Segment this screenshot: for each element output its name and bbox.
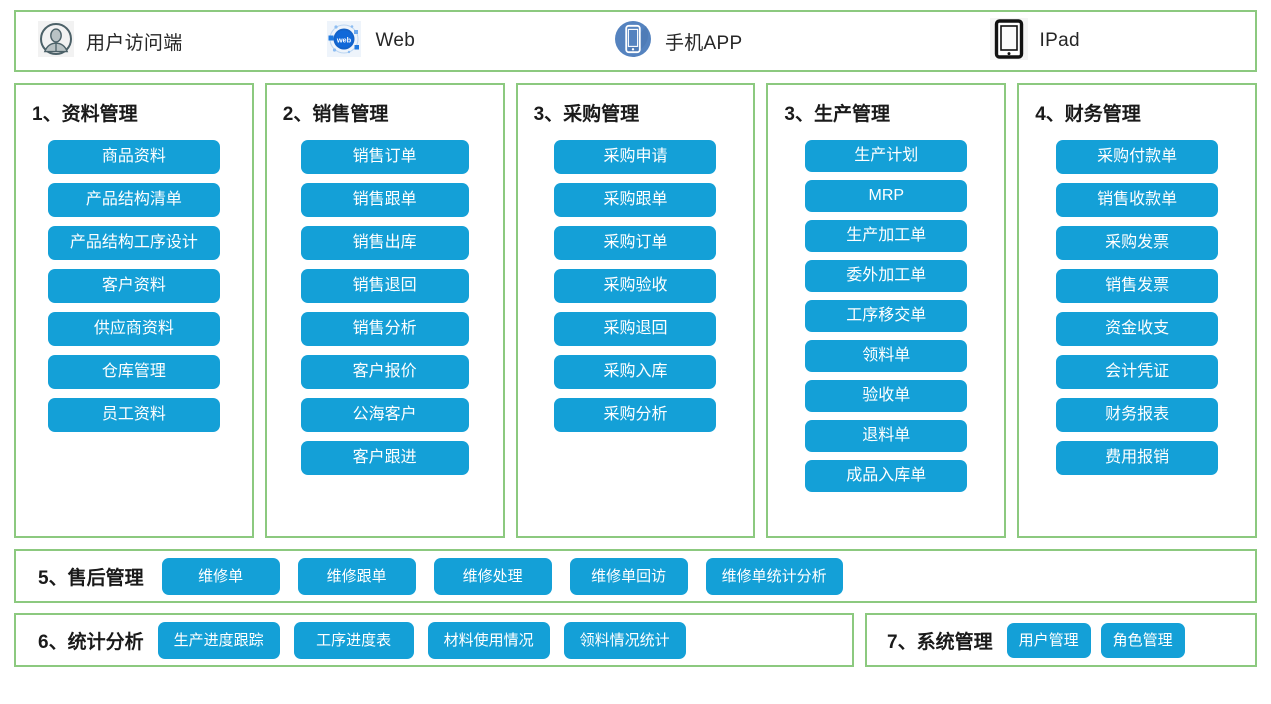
svg-text:web: web (336, 35, 352, 44)
module-column-title: 3、采购管理 (533, 104, 640, 125)
module-button[interactable]: 采购退回 (554, 312, 717, 346)
module-button[interactable]: 采购申请 (554, 140, 717, 174)
module-button[interactable]: 商品资料 (47, 140, 220, 174)
module-button-list: 销售订单 销售跟单 销售出库 销售退回 销售分析 客户报价 公海客户 客户跟进 (281, 140, 489, 475)
access-item-label: 手机APP (664, 32, 743, 54)
access-terminal-bar: 用户访问端 web Web (14, 10, 1257, 72)
module-button-list: 生产计划 MRP 生产加工单 委外加工单 工序移交单 领料单 验收单 退料单 成… (782, 140, 990, 492)
module-button[interactable]: 工序移交单 (805, 300, 968, 332)
mobile-phone-icon (613, 19, 653, 64)
user-avatar-icon (38, 20, 74, 62)
module-button[interactable]: 供应商资料 (47, 312, 220, 346)
module-button[interactable]: 采购入库 (554, 355, 717, 389)
system-management-title: 7、系统管理 (887, 631, 993, 653)
module-button[interactable]: 销售出库 (300, 226, 469, 260)
module-button[interactable]: 产品结构工序设计 (47, 226, 220, 260)
statistics-button[interactable]: 工序进度表 (293, 621, 414, 659)
web-globe-icon: web (325, 20, 363, 63)
module-button[interactable]: 资金收支 (1056, 312, 1219, 346)
module-button[interactable]: 采购付款单 (1056, 140, 1219, 174)
access-item-label: 用户访问端 (86, 32, 183, 54)
statistics-button[interactable]: 材料使用情况 (427, 621, 550, 659)
module-button[interactable]: 委外加工单 (805, 260, 968, 292)
bottom-row: 6、统计分析 生产进度跟踪 工序进度表 材料使用情况 领料情况统计 7、系统管理… (14, 613, 1257, 667)
module-button[interactable]: 验收单 (805, 380, 968, 412)
module-button[interactable]: 采购订单 (554, 226, 717, 260)
system-button[interactable]: 用户管理 (1006, 622, 1091, 658)
aftersales-button[interactable]: 维修单回访 (569, 557, 688, 595)
module-button[interactable]: 成品入库单 (805, 460, 968, 492)
statistics-button[interactable]: 生产进度跟踪 (157, 621, 280, 659)
module-button[interactable]: 退料单 (805, 420, 968, 452)
aftersales-section: 5、售后管理 维修单 维修跟单 维修处理 维修单回访 维修单统计分析 (14, 549, 1257, 603)
access-item-user-terminal[interactable]: 用户访问端 (16, 20, 303, 62)
statistics-section: 6、统计分析 生产进度跟踪 工序进度表 材料使用情况 领料情况统计 (14, 613, 854, 667)
module-column-sales-management: 2、销售管理 销售订单 销售跟单 销售出库 销售退回 销售分析 客户报价 公海客… (264, 83, 505, 538)
module-button[interactable]: 销售跟单 (300, 183, 469, 217)
module-button[interactable]: 生产计划 (805, 140, 968, 172)
access-item-web[interactable]: web Web (303, 20, 590, 63)
module-button-list: 商品资料 产品结构清单 产品结构工序设计 客户资料 供应商资料 仓库管理 员工资… (30, 140, 238, 432)
access-item-mobile-app[interactable]: 手机APP (591, 19, 968, 64)
module-column-production-management: 3、生产管理 生产计划 MRP 生产加工单 委外加工单 工序移交单 领料单 验收… (766, 83, 1007, 538)
module-button[interactable]: 采购发票 (1056, 226, 1219, 260)
module-button[interactable]: 产品结构清单 (47, 183, 220, 217)
module-button[interactable]: 销售发票 (1056, 269, 1219, 303)
module-button[interactable]: 销售退回 (300, 269, 469, 303)
statistics-title: 6、统计分析 (38, 631, 144, 653)
module-button[interactable]: 员工资料 (47, 398, 220, 432)
aftersales-button[interactable]: 维修单 (161, 557, 280, 595)
ipad-tablet-icon (989, 17, 1028, 65)
access-item-ipad[interactable]: IPad (968, 17, 1255, 65)
module-button[interactable]: 财务报表 (1056, 398, 1219, 432)
module-column-title: 2、销售管理 (282, 104, 389, 125)
module-button[interactable]: 销售收款单 (1056, 183, 1219, 217)
module-button-list: 采购付款单 销售收款单 采购发票 销售发票 资金收支 会计凭证 财务报表 费用报… (1033, 140, 1241, 475)
module-button[interactable]: 领料单 (805, 340, 968, 372)
module-button[interactable]: 生产加工单 (805, 220, 968, 252)
module-button[interactable]: 客户报价 (300, 355, 469, 389)
module-button[interactable]: 采购验收 (554, 269, 717, 303)
module-columns: 1、资料管理 商品资料 产品结构清单 产品结构工序设计 客户资料 供应商资料 仓… (14, 83, 1257, 538)
aftersales-button[interactable]: 维修跟单 (297, 557, 416, 595)
aftersales-button[interactable]: 维修单统计分析 (705, 557, 843, 595)
module-column-purchase-management: 3、采购管理 采购申请 采购跟单 采购订单 采购验收 采购退回 采购入库 采购分… (515, 83, 756, 538)
module-button[interactable]: MRP (805, 180, 968, 212)
module-column-title: 3、生产管理 (784, 104, 890, 125)
module-column-finance-management: 4、财务管理 采购付款单 销售收款单 采购发票 销售发票 资金收支 会计凭证 财… (1017, 83, 1257, 538)
module-button[interactable]: 采购分析 (554, 398, 717, 432)
module-column-title: 4、财务管理 (1035, 104, 1141, 125)
module-button-list: 采购申请 采购跟单 采购订单 采购验收 采购退回 采购入库 采购分析 (532, 140, 740, 432)
module-column-title: 1、资料管理 (32, 104, 138, 125)
statistics-button[interactable]: 领料情况统计 (563, 621, 686, 659)
module-button[interactable]: 费用报销 (1056, 441, 1219, 475)
system-management-section: 7、系统管理 用户管理 角色管理 (865, 613, 1257, 667)
module-button[interactable]: 采购跟单 (554, 183, 717, 217)
module-button[interactable]: 客户跟进 (300, 441, 469, 475)
module-button[interactable]: 客户资料 (47, 269, 220, 303)
module-column-data-management: 1、资料管理 商品资料 产品结构清单 产品结构工序设计 客户资料 供应商资料 仓… (14, 83, 254, 538)
module-button[interactable]: 销售分析 (300, 312, 469, 346)
module-button[interactable]: 仓库管理 (47, 355, 220, 389)
aftersales-button[interactable]: 维修处理 (433, 557, 552, 595)
module-button[interactable]: 公海客户 (300, 398, 469, 432)
module-button[interactable]: 会计凭证 (1056, 355, 1219, 389)
access-item-label: IPad (1039, 30, 1080, 51)
access-item-label: Web (375, 30, 416, 51)
aftersales-title: 5、售后管理 (38, 567, 144, 589)
module-button[interactable]: 销售订单 (300, 140, 469, 174)
system-button[interactable]: 角色管理 (1100, 622, 1185, 658)
